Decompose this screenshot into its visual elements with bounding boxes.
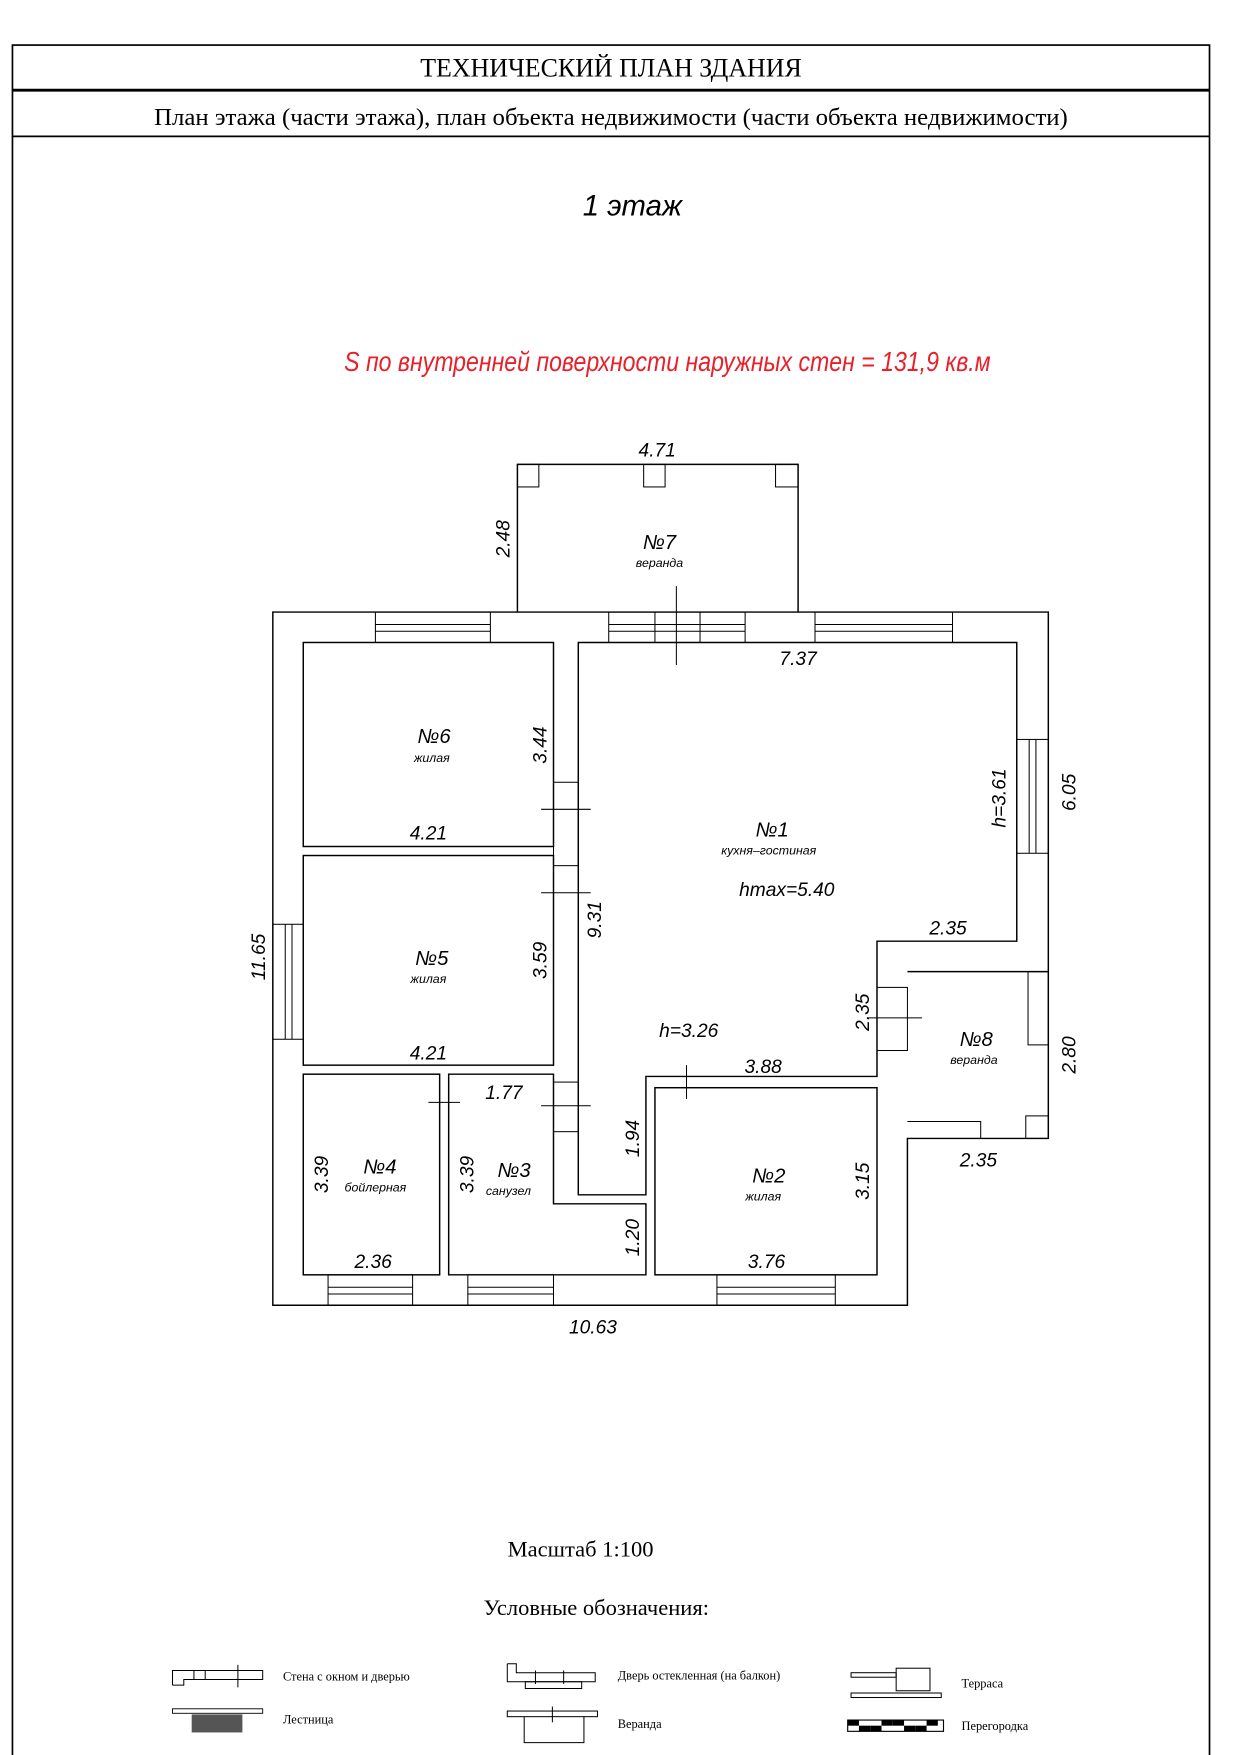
- height-label: h=3.61: [989, 768, 1010, 827]
- dimension: 2.35: [928, 918, 967, 939]
- floor-plan: №7 веранда №6 жилая №5 жилая №4 бойлерна…: [249, 441, 1080, 1339]
- dimension: 4.71: [639, 441, 676, 462]
- legend-label: Дверь остекленная (на балкон): [618, 1668, 780, 1682]
- dimension: 3.44: [531, 726, 552, 763]
- legend-label: Перегородка: [962, 1719, 1029, 1733]
- sheet-subtitle: План этажа (части этажа), план объекта н…: [154, 104, 1068, 131]
- dimension: 4.21: [410, 824, 447, 845]
- dimension: 3.39: [312, 1156, 333, 1194]
- room-type: санузел: [486, 1184, 531, 1198]
- glazed-door-symbol: [506, 1663, 596, 1690]
- veranda-8-rail: [907, 1121, 982, 1139]
- stair-symbol: [172, 1708, 264, 1733]
- sheet-title: ТЕХНИЧЕСКИЙ ПЛАН ЗДАНИЯ: [420, 54, 802, 83]
- room-type: веранда: [636, 556, 683, 570]
- legend-title: Условные обозначения:: [484, 1595, 709, 1620]
- dimension: 6.05: [1059, 773, 1080, 811]
- dimension: 9.31: [585, 901, 606, 938]
- room-type: веранда: [950, 1053, 997, 1067]
- scale-label: Масштаб 1:100: [508, 1537, 654, 1562]
- dimension: 7.37: [779, 649, 818, 670]
- dimension: 1.20: [623, 1219, 644, 1257]
- dimension: 3.15: [853, 1162, 874, 1200]
- room-type: жилая: [413, 751, 450, 765]
- legend-label: Терраса: [962, 1676, 1004, 1690]
- room-number: №2: [752, 1165, 785, 1187]
- dimension: 2.36: [354, 1252, 393, 1273]
- post: [1025, 1115, 1049, 1139]
- room-number: №5: [415, 948, 449, 970]
- height-label: h=3.26: [659, 1021, 718, 1042]
- room-3-outline: [447, 1073, 647, 1276]
- dimension: 3.88: [745, 1057, 783, 1078]
- dimension: 10.63: [569, 1317, 617, 1338]
- dimension: 2.48: [494, 520, 515, 559]
- room-number: №3: [497, 1160, 531, 1182]
- room-type: бойлерная: [345, 1180, 407, 1194]
- outer-wall: [272, 611, 1050, 1306]
- floor-label: 1 этаж: [583, 189, 684, 222]
- dimension: 11.65: [249, 933, 270, 980]
- terrace-symbol: [850, 1667, 942, 1699]
- dimension: 4.21: [410, 1044, 447, 1065]
- room-number: №1: [756, 819, 789, 841]
- room-type: кухня–гостиная: [721, 843, 816, 857]
- legend-label: Лестница: [283, 1712, 334, 1726]
- room-number: №7: [643, 532, 677, 554]
- dimension: 3.76: [748, 1252, 786, 1273]
- veranda-8-door: [1027, 971, 1049, 1046]
- room-number: №8: [960, 1029, 994, 1051]
- dimension: 1.77: [485, 1083, 524, 1104]
- sheet-frame: [11, 44, 1211, 1755]
- post: [775, 463, 799, 488]
- dimension: 2.35: [959, 1151, 998, 1172]
- room-type: жилая: [744, 1189, 781, 1203]
- room-number: №4: [363, 1156, 396, 1178]
- partition-symbol: [847, 1719, 945, 1732]
- post: [643, 463, 666, 488]
- height-label: hmax=5.40: [739, 880, 835, 901]
- dimension: 2.35: [853, 993, 874, 1032]
- room-type: жилая: [409, 972, 446, 986]
- dimension: 2.80: [1059, 1036, 1080, 1075]
- post: [516, 463, 540, 488]
- legend-label: Стена с окном и дверью: [283, 1670, 410, 1684]
- windows: [272, 586, 1049, 1306]
- wall-window-door-symbol: [172, 1664, 264, 1688]
- area-note: S по внутренней поверхности наружных сте…: [344, 347, 991, 378]
- dimension: 1.94: [623, 1120, 644, 1157]
- legend: Стена с окном и дверью Лестница Дверь ос…: [172, 1663, 1029, 1744]
- legend-label: Веранда: [618, 1717, 662, 1731]
- dimension: 3.59: [531, 941, 552, 979]
- room-number: №6: [417, 726, 451, 748]
- veranda-symbol: [506, 1706, 598, 1744]
- dimension: 3.39: [457, 1156, 478, 1194]
